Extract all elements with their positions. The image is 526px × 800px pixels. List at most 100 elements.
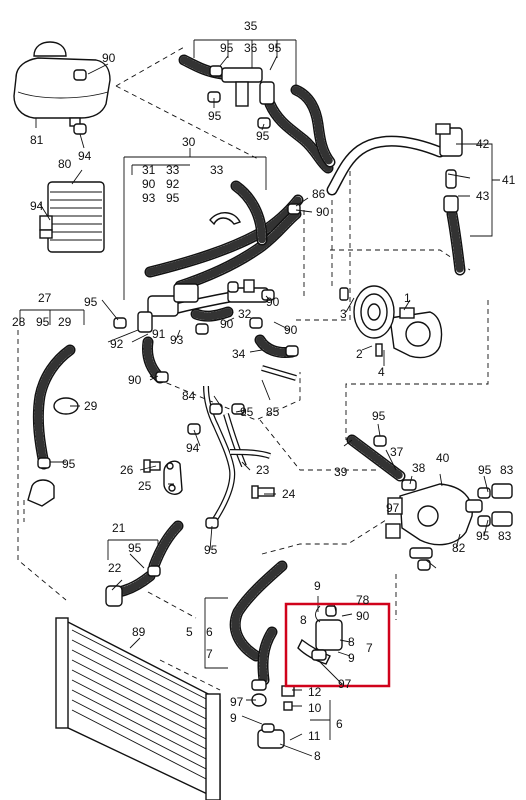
clip-33 xyxy=(209,212,241,226)
routing-lines xyxy=(17,45,489,691)
callout-83: 83 xyxy=(498,529,512,543)
callout-81: 81 xyxy=(30,133,44,147)
callout-95: 95 xyxy=(84,295,98,309)
callout-11: 11 xyxy=(308,729,321,743)
callout-80: 80 xyxy=(58,157,72,171)
callout-90: 90 xyxy=(266,295,280,309)
elbow-28 xyxy=(27,479,55,507)
gasket-25 xyxy=(163,460,183,495)
callout-93: 93 xyxy=(142,191,156,205)
callout-1: 1 xyxy=(404,291,411,305)
connector-22 xyxy=(105,585,123,607)
callout-29: 29 xyxy=(84,399,98,413)
callout-83: 83 xyxy=(500,463,514,477)
callout-92: 92 xyxy=(166,177,180,191)
callout-8: 8 xyxy=(300,613,307,627)
callout-9: 9 xyxy=(314,579,321,593)
callout-6: 6 xyxy=(206,625,213,639)
callout-95: 95 xyxy=(166,191,180,205)
callout-29: 29 xyxy=(58,315,72,329)
callout-90: 90 xyxy=(284,323,298,337)
callout-9: 9 xyxy=(230,711,237,725)
callout-95: 95 xyxy=(36,315,50,329)
callout-78: 78 xyxy=(356,593,370,607)
callout-84: 84 xyxy=(182,389,196,403)
callout-26: 26 xyxy=(120,463,134,477)
valve-42 xyxy=(435,123,463,213)
callout-95: 95 xyxy=(240,405,254,419)
callout-21: 21 xyxy=(112,521,126,535)
connector-31 xyxy=(137,283,199,333)
callout-25: 25 xyxy=(138,479,152,493)
callout-97: 97 xyxy=(386,501,400,515)
thermostat-housing-82 xyxy=(385,483,483,559)
callout-82: 82 xyxy=(452,541,466,555)
callout-33: 33 xyxy=(210,163,224,177)
callout-95: 95 xyxy=(62,457,76,471)
callout-12: 12 xyxy=(308,685,322,699)
callout-9: 9 xyxy=(348,651,355,665)
callout-90: 90 xyxy=(316,205,330,219)
callout-35: 35 xyxy=(244,19,258,33)
callout-93: 93 xyxy=(170,333,184,347)
callout-95: 95 xyxy=(204,543,218,557)
part-10 xyxy=(283,701,293,711)
callout-22: 22 xyxy=(108,561,122,575)
callout-89: 89 xyxy=(132,625,146,639)
callout-7: 7 xyxy=(206,647,213,661)
hoses xyxy=(32,54,466,686)
plug-83b xyxy=(491,511,513,527)
expansion-tank-81 xyxy=(13,41,111,127)
callout-6: 6 xyxy=(336,717,343,731)
callout-95: 95 xyxy=(372,409,386,423)
callout-labels: 35 90 95 36 95 95 95 81 94 42 41 43 30 3… xyxy=(12,19,516,763)
callout-43: 43 xyxy=(476,189,490,203)
radiator-89 xyxy=(55,617,221,800)
callout-90: 90 xyxy=(128,373,142,387)
callout-94: 94 xyxy=(30,199,44,213)
callout-41: 41 xyxy=(502,173,516,187)
callout-95: 95 xyxy=(256,129,270,143)
callout-97: 97 xyxy=(230,695,244,709)
callout-28: 28 xyxy=(12,315,26,329)
callout-31: 31 xyxy=(142,163,156,177)
callout-36: 36 xyxy=(244,41,258,55)
highlight-box xyxy=(284,602,391,688)
callout-90: 90 xyxy=(102,51,116,65)
callout-27: 27 xyxy=(38,291,52,305)
callout-8: 8 xyxy=(314,749,321,763)
callout-94: 94 xyxy=(78,149,92,163)
components xyxy=(13,41,513,800)
callout-24: 24 xyxy=(282,487,296,501)
plug-83a xyxy=(491,483,513,499)
callout-95: 95 xyxy=(478,463,492,477)
callout-95: 95 xyxy=(128,541,142,555)
callout-2: 2 xyxy=(356,347,363,361)
callout-5: 5 xyxy=(186,625,193,639)
callout-34: 34 xyxy=(232,347,246,361)
callout-92: 92 xyxy=(110,337,124,351)
callout-38: 38 xyxy=(412,461,426,475)
callout-32: 32 xyxy=(238,307,252,321)
callout-95: 95 xyxy=(268,41,282,55)
pipes xyxy=(203,365,297,526)
callout-90: 90 xyxy=(356,609,370,623)
callout-42: 42 xyxy=(476,137,490,151)
callout-91: 91 xyxy=(152,327,166,341)
callout-90: 90 xyxy=(220,317,234,331)
callout-95: 95 xyxy=(208,109,222,123)
callout-4: 4 xyxy=(378,365,385,379)
callout-94: 94 xyxy=(186,441,200,455)
callout-7: 7 xyxy=(366,641,373,655)
pulley-2 xyxy=(353,285,395,339)
callout-90: 90 xyxy=(142,177,156,191)
leader-lines xyxy=(35,55,489,757)
callout-40: 40 xyxy=(436,451,450,465)
callout-95: 95 xyxy=(476,529,490,543)
callout-39: 39 xyxy=(334,465,348,479)
callout-33: 33 xyxy=(166,163,180,177)
callout-23: 23 xyxy=(256,463,270,477)
callout-97: 97 xyxy=(338,677,352,691)
water-pump-1 xyxy=(389,307,443,359)
callout-30: 30 xyxy=(182,135,196,149)
